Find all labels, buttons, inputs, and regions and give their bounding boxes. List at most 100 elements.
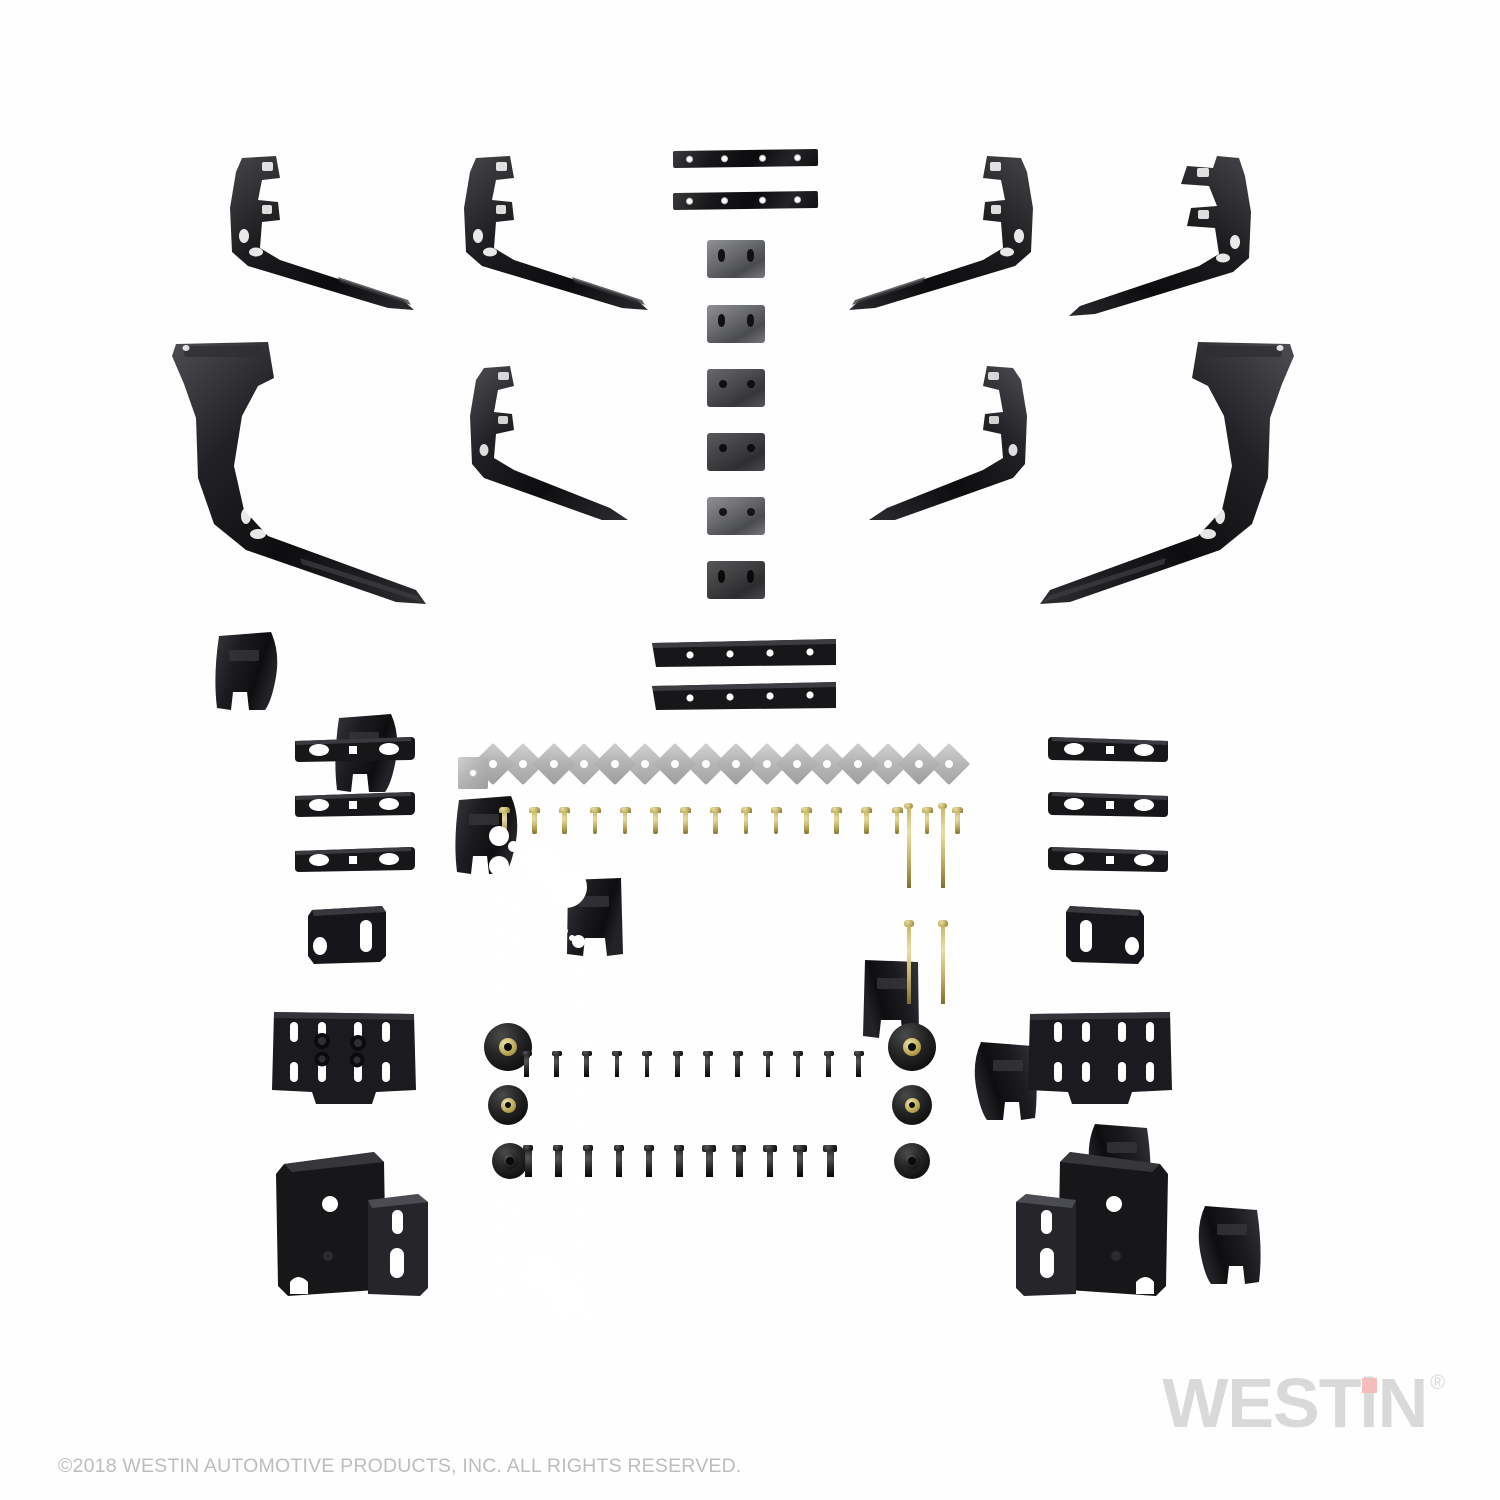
- black-bolt-shank: [614, 1055, 620, 1077]
- black-flange-bolt-head: [643, 1145, 654, 1151]
- washer-bore: [583, 1129, 593, 1139]
- washer: [452, 936, 574, 1058]
- center-plate-5: [707, 497, 765, 535]
- washer-bore: [571, 934, 585, 948]
- step-cap-3: [453, 794, 525, 876]
- washer-bore: [507, 961, 519, 973]
- washer: [452, 1179, 724, 1451]
- washer: [452, 1118, 648, 1314]
- washer: [452, 1028, 614, 1190]
- washer: [452, 817, 583, 948]
- long-bolt-shank: [940, 808, 945, 888]
- washer-bore: [545, 1090, 555, 1100]
- black-bolt-shank: [856, 1055, 861, 1077]
- washer: [452, 968, 631, 1147]
- washer-bore: [562, 1048, 568, 1055]
- black-bolt-head: [853, 1051, 864, 1056]
- washer-bore: [513, 969, 522, 978]
- washer: [452, 908, 583, 1039]
- washer: [452, 877, 724, 1149]
- washer: [452, 939, 678, 1165]
- washer-bore: [554, 1040, 562, 1048]
- washer: [452, 848, 678, 1074]
- carriage-bolt-shank: [894, 812, 900, 834]
- washer-bore: [571, 1115, 585, 1129]
- black-flange-bolt-head: [523, 1145, 533, 1151]
- washer-bore: [562, 928, 568, 934]
- washer-bore: [493, 891, 508, 906]
- washer-bore: [521, 1217, 530, 1227]
- washer-bore: [528, 1013, 538, 1023]
- washer: [452, 1026, 704, 1278]
- black-flange-bolt-head: [674, 1145, 684, 1151]
- washer-bore: [562, 1109, 568, 1116]
- washer-bore: [562, 988, 568, 995]
- washer: [452, 908, 664, 1120]
- black-flange-bolt-head: [613, 1145, 624, 1151]
- washer: [452, 850, 549, 947]
- washer-bore: [507, 1202, 519, 1214]
- washer: [452, 1150, 678, 1376]
- washer: [452, 846, 648, 1042]
- washer: [452, 1028, 664, 1240]
- plate-bore: [487, 758, 499, 770]
- carriage-bolt-head: [770, 807, 782, 813]
- plate-bore: [700, 758, 712, 770]
- washer: [452, 1059, 724, 1331]
- black-bolt-head: [642, 1051, 653, 1056]
- long-bolt-head: [938, 803, 947, 809]
- black-bolt-head: [551, 1051, 562, 1056]
- washer-bore: [593, 1290, 601, 1299]
- washer: [452, 1028, 631, 1207]
- washer: [452, 1148, 648, 1344]
- carriage-bolt-head: [952, 807, 963, 813]
- black-flange-bolt-shank: [555, 1151, 562, 1177]
- copyright-text: ©2018 WESTIN AUTOMOTIVE PRODUCTS, INC. A…: [58, 1455, 742, 1477]
- washer-bore: [537, 1053, 546, 1062]
- washer: [452, 816, 599, 963]
- isolator-bore: [503, 1042, 513, 1052]
- washer-bore: [528, 983, 538, 993]
- washer: [452, 878, 583, 1009]
- washer: [452, 997, 648, 1193]
- washer: [452, 1060, 678, 1286]
- washer-bore: [545, 1120, 555, 1131]
- washer-bore: [537, 1083, 546, 1092]
- hook-bracket-4: [1065, 150, 1265, 320]
- long-bolt-shank: [907, 926, 911, 1004]
- black-flange-bolt-head: [762, 1145, 777, 1152]
- washer-bore: [537, 932, 546, 941]
- washer-bore: [562, 1230, 568, 1236]
- washer: [452, 1058, 648, 1254]
- washer: [452, 908, 631, 1087]
- washer: [452, 1149, 664, 1361]
- washer-bore: [513, 1210, 522, 1219]
- washer-bore: [513, 1120, 522, 1129]
- center-plate-1: [707, 240, 765, 278]
- washer: [452, 1089, 664, 1301]
- washer: [452, 1120, 678, 1346]
- washer-bore: [571, 964, 585, 978]
- washer: [452, 1149, 742, 1439]
- curved-bracket-right-outer: [1036, 338, 1316, 613]
- washer: [452, 878, 678, 1104]
- plate-bore: [548, 758, 560, 770]
- washer-bore: [493, 952, 508, 967]
- washer-bore: [593, 1229, 601, 1238]
- washer-bore: [513, 878, 522, 887]
- washer: [452, 1059, 742, 1349]
- washer: [452, 1185, 680, 1413]
- l-bracket-left: [302, 902, 390, 968]
- washer-bore: [571, 994, 585, 1008]
- washer-bore: [583, 948, 593, 958]
- center-rail-mid-2: [650, 680, 838, 712]
- carriage-bolt-head: [650, 807, 661, 813]
- logo-text-i: i: [1359, 1364, 1378, 1442]
- black-bolt-head: [732, 1051, 743, 1056]
- washer: [452, 967, 648, 1163]
- washer-bore: [562, 1260, 568, 1267]
- washer-bore: [528, 1164, 538, 1174]
- washer-bore: [571, 1085, 585, 1099]
- washer-bore: [593, 1018, 601, 1027]
